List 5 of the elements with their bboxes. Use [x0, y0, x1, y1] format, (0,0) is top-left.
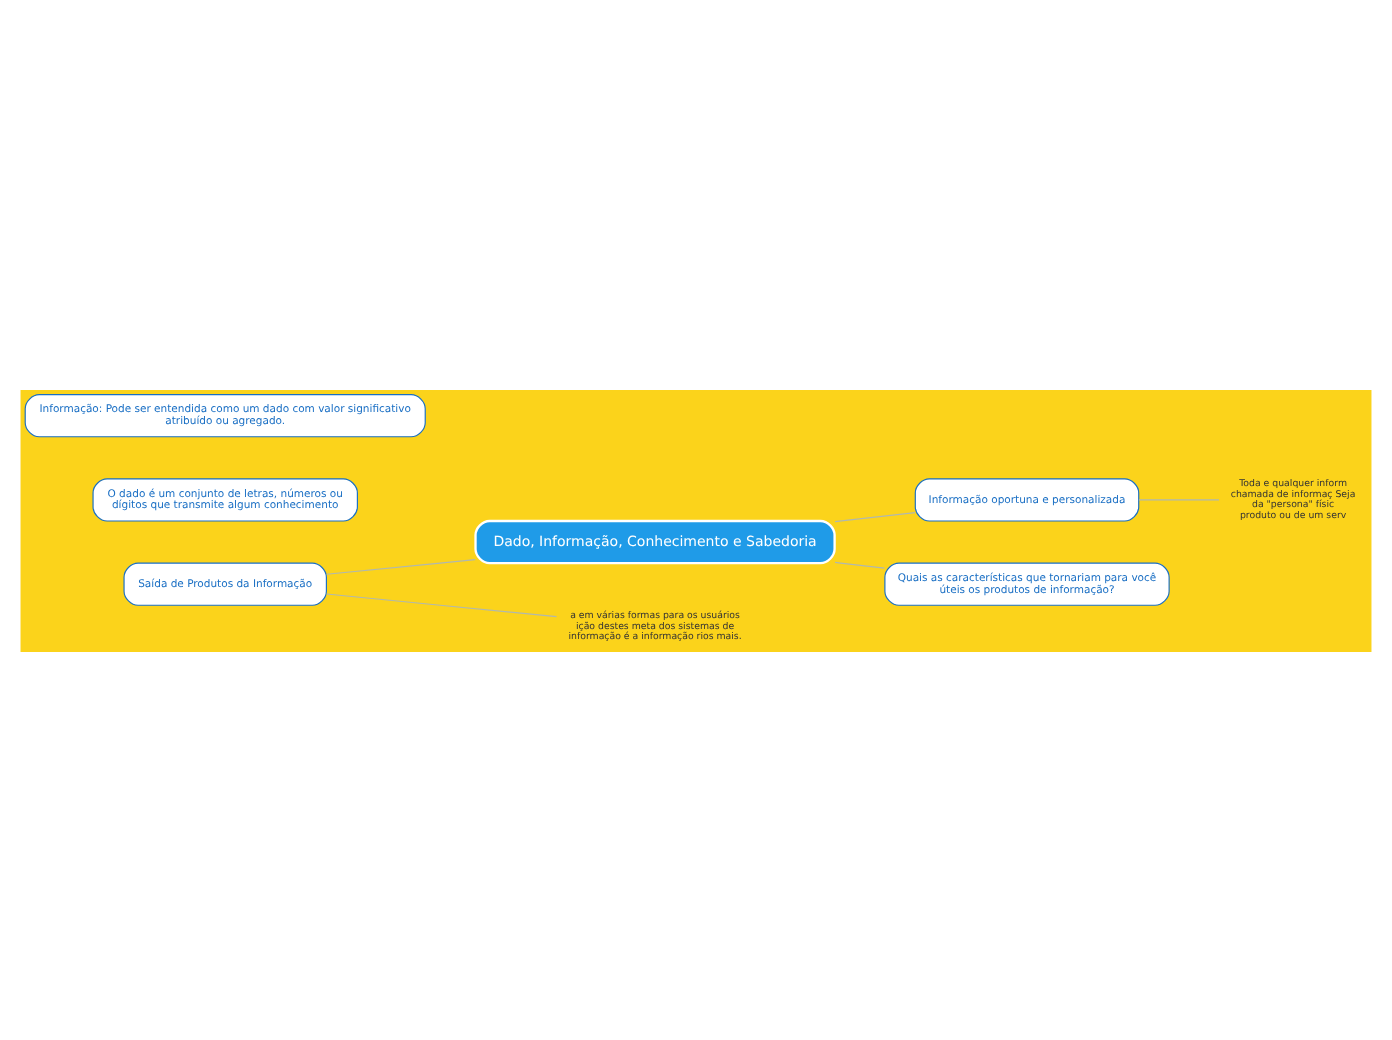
connector [326, 592, 558, 617]
connector [834, 560, 886, 568]
connector [326, 558, 476, 574]
connector [1138, 498, 1220, 500]
connector [834, 511, 916, 522]
